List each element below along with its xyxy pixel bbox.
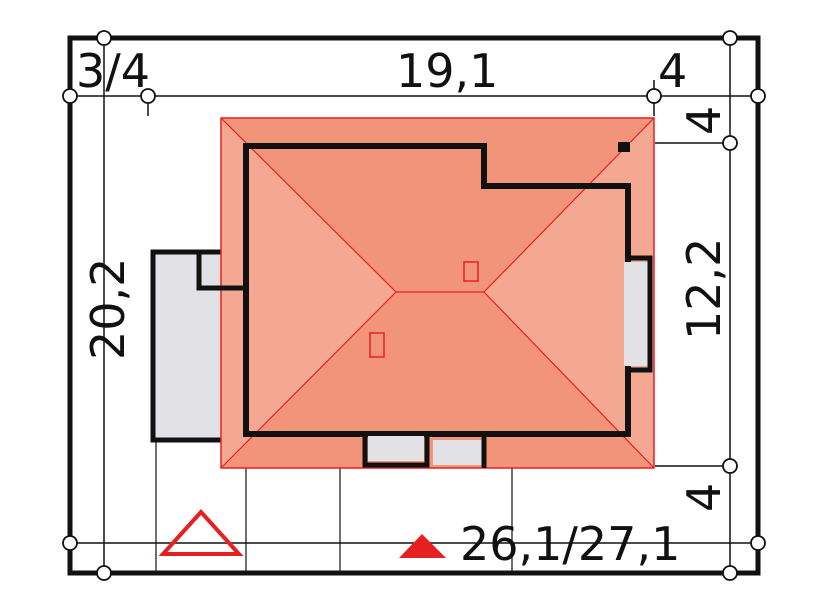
triangle-outline-icon	[158, 509, 244, 556]
dim-top-width: 19,1	[396, 44, 498, 98]
chimney	[463, 261, 479, 282]
dimension-nodes	[62, 30, 766, 581]
roof	[220, 117, 655, 469]
dim-top-right-setback: 4	[658, 44, 687, 98]
dim-plot-size: 26,1/27,1	[460, 517, 680, 571]
triangle-solid-icon	[399, 534, 446, 558]
dim-right-bottom-setback: 4	[677, 483, 731, 512]
annex-building	[150, 249, 246, 443]
dim-right-top-setback: 4	[677, 106, 731, 135]
dim-right-height: 12,2	[677, 238, 731, 340]
dim-left-total: 20,2	[81, 258, 135, 360]
dim-top-left-setback: 3/4	[76, 44, 150, 98]
plot-boundary	[67, 35, 761, 576]
house-walls	[196, 142, 653, 468]
chimney	[369, 332, 385, 358]
